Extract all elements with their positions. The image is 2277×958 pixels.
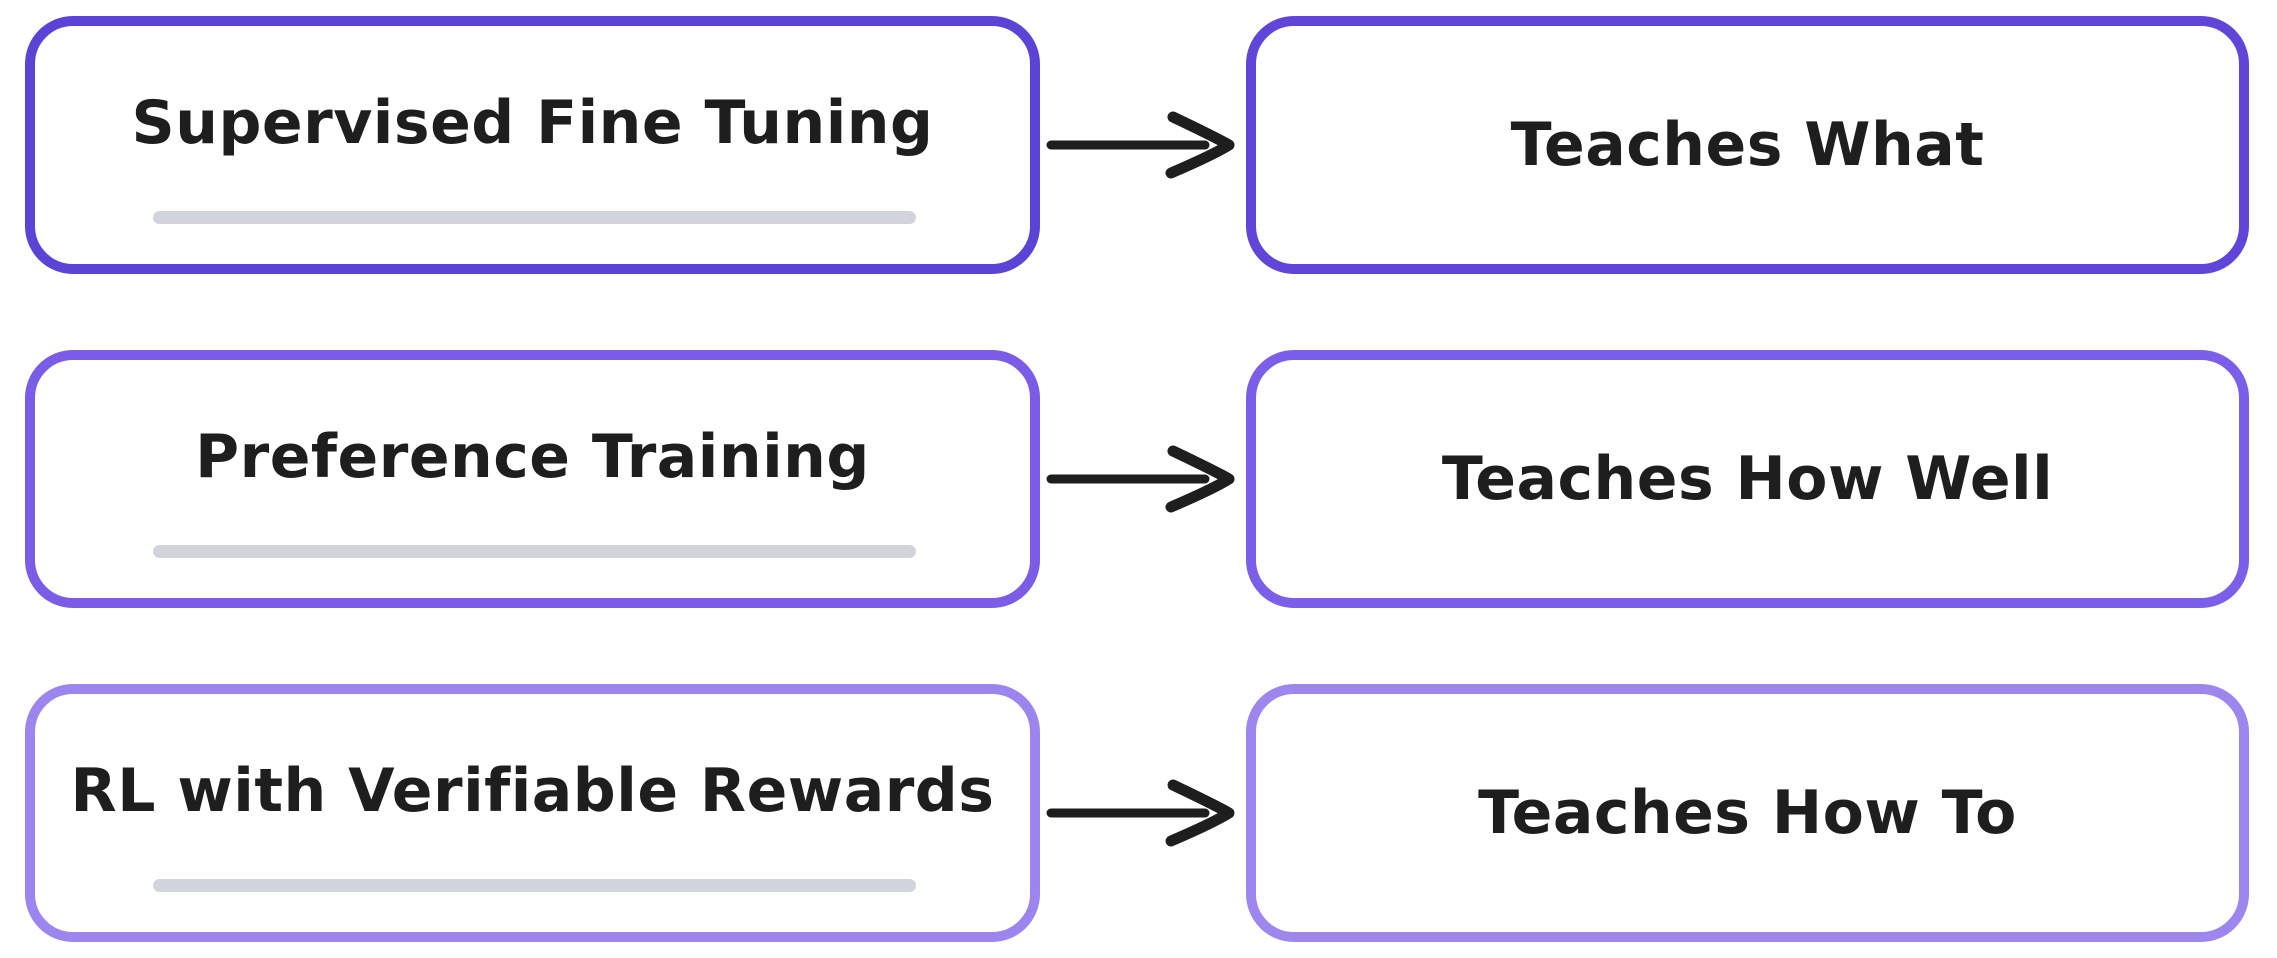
diagram-row-preference: Preference Training Teaches How Well: [25, 350, 2249, 608]
node-teaches-how-well: Teaches How Well: [1246, 350, 2249, 608]
node-label: Preference Training: [195, 422, 870, 492]
node-label: Teaches How Well: [1441, 444, 2054, 514]
node-rl-with-verifiable-rewards: RL with Verifiable Rewards: [25, 684, 1040, 942]
underline-bar: [153, 211, 916, 224]
node-teaches-how-to: Teaches How To: [1246, 684, 2249, 942]
node-supervised-fine-tuning: Supervised Fine Tuning: [25, 16, 1040, 274]
node-teaches-what: Teaches What: [1246, 16, 2249, 274]
node-label: Supervised Fine Tuning: [131, 88, 934, 158]
node-label: Teaches What: [1510, 110, 1985, 180]
diagram-row-rlvr: RL with Verifiable Rewards Teaches How T…: [25, 684, 2249, 942]
underline-bar: [153, 879, 916, 892]
arrow-right-icon: [1040, 439, 1246, 519]
underline-bar: [153, 545, 916, 558]
arrow-right-icon: [1040, 773, 1246, 853]
node-label: RL with Verifiable Rewards: [70, 756, 995, 826]
node-label: Teaches How To: [1478, 778, 2017, 848]
diagram-row-sft: Supervised Fine Tuning Teaches What: [25, 16, 2249, 274]
node-preference-training: Preference Training: [25, 350, 1040, 608]
arrow-right-icon: [1040, 105, 1246, 185]
